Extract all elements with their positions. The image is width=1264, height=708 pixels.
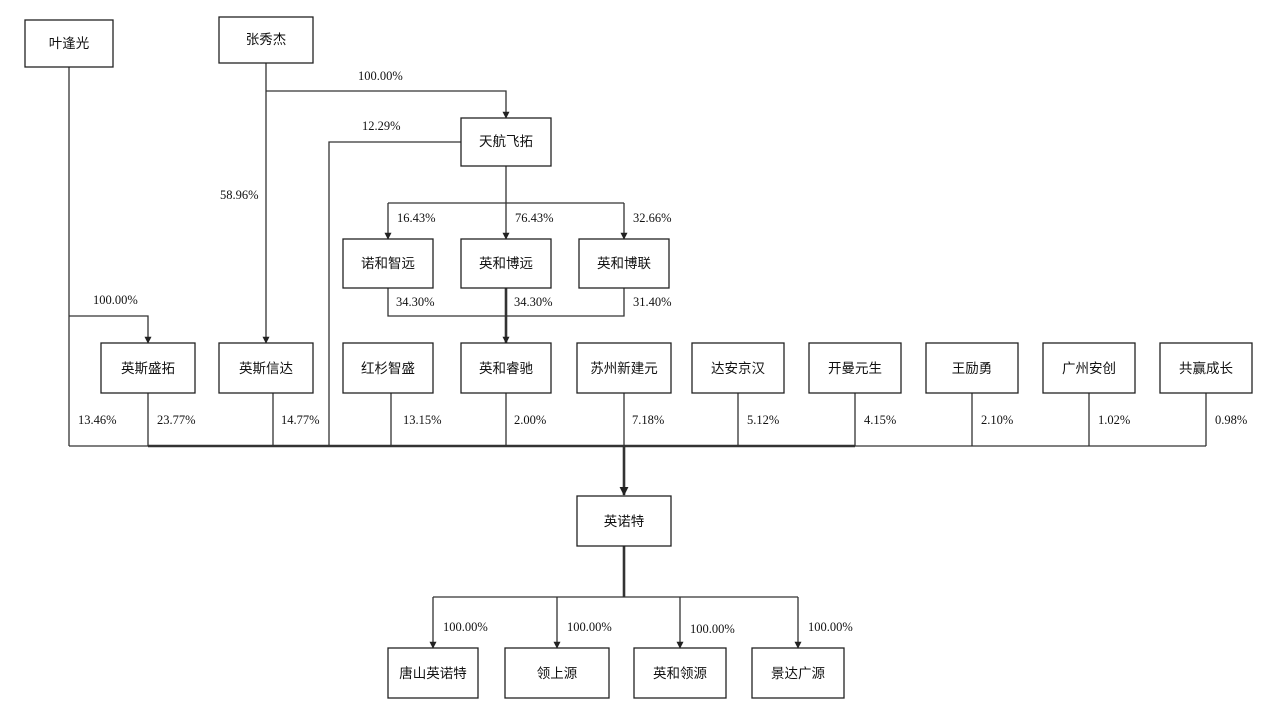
node-label: 王励勇: [952, 361, 993, 377]
pct-hongshan-to-yingnuote: 13.15%: [403, 413, 442, 427]
pct-guangzhou-to-yingnuote: 1.02%: [1098, 413, 1130, 427]
pct-bolian-to-ruichi: 31.40%: [633, 295, 672, 309]
node-label: 英和领源: [653, 665, 707, 682]
pct-suzhou-to-yingnuote: 7.18%: [632, 413, 664, 427]
node-zhang-xiujie: 张秀杰: [218, 16, 314, 64]
node-label: 英斯盛拓: [121, 360, 175, 377]
node-gongying-chengzhang: 共赢成长: [1159, 342, 1253, 394]
node-label: 诺和智远: [361, 256, 415, 272]
node-yingnuote: 英诺特: [576, 495, 672, 547]
pct-xinda-to-yingnuote: 14.77%: [281, 413, 320, 427]
pct-yingnuote-to-tangshan: 100.00%: [443, 620, 488, 634]
node-suzhou-xinjianyuan: 苏州新建元: [576, 342, 672, 394]
pct-yingnuote-to-lingshangyuan: 100.00%: [567, 620, 612, 634]
node-yinghe-ruichi: 英和睿驰: [460, 342, 552, 394]
node-label: 红杉智盛: [361, 361, 415, 377]
node-yingsi-xinda: 英斯信达: [218, 342, 314, 394]
node-yingsi-shengtuo: 英斯盛拓: [100, 342, 196, 394]
node-label: 达安京汉: [711, 361, 765, 377]
pct-daan-to-yingnuote: 5.12%: [747, 413, 779, 427]
tianhang-to-yingnuote-line: [328, 141, 461, 446]
node-label: 唐山英诺特: [399, 665, 467, 682]
zhang-to-tianhang-arrow: [266, 90, 510, 119]
node-label: 英诺特: [604, 513, 645, 530]
node-jingda-guangyuan: 景达广源: [751, 647, 845, 699]
pct-zhang-to-xinda: 58.96%: [220, 188, 259, 202]
pct-ruichi-to-yingnuote: 2.00%: [514, 413, 546, 427]
pct-tianhang-to-bolian: 32.66%: [633, 211, 672, 225]
node-label: 广州安创: [1062, 361, 1116, 377]
node-label: 天航飞拓: [479, 134, 533, 150]
node-label: 共赢成长: [1179, 360, 1233, 377]
pct-yingnuote-to-lingyuan: 100.00%: [690, 622, 735, 636]
node-tangshan-yingnuote: 唐山英诺特: [387, 647, 479, 699]
pct-tianhang-to-nuohe: 16.43%: [397, 211, 436, 225]
node-daan-jinghan: 达安京汉: [691, 342, 785, 394]
connectors: [68, 63, 1207, 649]
node-lingshangyuan: 领上源: [504, 647, 610, 699]
node-ye-fengguang: 叶逢光: [24, 19, 114, 68]
pct-ye-to-yingnuote: 13.46%: [78, 413, 117, 427]
pct-yingnuote-to-jingda: 100.00%: [808, 620, 853, 634]
node-tianhang-feituo: 天航飞拓: [460, 117, 552, 167]
node-label: 领上源: [537, 666, 578, 682]
node-label: 英和博联: [597, 255, 651, 272]
node-yinghe-lingyuan: 英和领源: [633, 647, 727, 699]
pct-ye-to-shengtuo: 100.00%: [93, 293, 138, 307]
pct-zhang-to-tianhang: 100.00%: [358, 69, 403, 83]
ye-to-shengtuo-arrow: [69, 315, 152, 344]
pct-tianhang-to-yingnuote: 12.29%: [362, 119, 401, 133]
pct-shengtuo-to-yingnuote: 23.77%: [157, 413, 196, 427]
node-guangzhou-anchuang: 广州安创: [1042, 342, 1136, 394]
pct-kaiman-to-yingnuote: 4.15%: [864, 413, 896, 427]
node-hongshan-zhisheng: 红杉智盛: [342, 342, 434, 394]
node-label: 景达广源: [771, 666, 825, 682]
node-yinghe-bolian: 英和博联: [578, 238, 670, 289]
node-label: 英和睿驰: [479, 360, 533, 377]
node-yinghe-boyuan: 英和博远: [460, 238, 552, 289]
node-label: 叶逢光: [49, 36, 90, 52]
node-kaiman-yuansheng: 开曼元生: [808, 342, 902, 394]
node-wang-liyong: 王励勇: [925, 342, 1019, 394]
node-nuohe-zhiyuan: 诺和智远: [342, 238, 434, 289]
node-label: 英斯信达: [239, 360, 293, 377]
node-label: 张秀杰: [246, 32, 287, 48]
pct-nuohe-to-ruichi: 34.30%: [396, 295, 435, 309]
node-label: 英和博远: [479, 255, 533, 272]
pct-tianhang-to-boyuan: 76.43%: [515, 211, 554, 225]
pct-gongying-to-yingnuote: 0.98%: [1215, 413, 1247, 427]
percentage-labels: 100.00% 12.29% 58.96% 16.43% 76.43% 32.6…: [78, 69, 1247, 636]
node-label: 苏州新建元: [590, 361, 658, 377]
pct-boyuan-to-ruichi: 34.30%: [514, 295, 553, 309]
pct-wang-to-yingnuote: 2.10%: [981, 413, 1013, 427]
node-label: 开曼元生: [828, 361, 882, 377]
